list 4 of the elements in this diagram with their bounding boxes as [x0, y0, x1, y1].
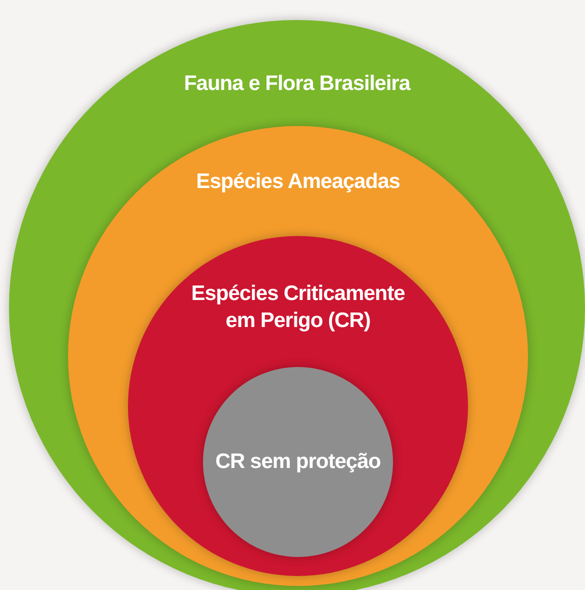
circle-label: Espécies Criticamente em Perigo (CR): [190, 281, 406, 334]
circle-label: Fauna e Flora Brasileira: [182, 71, 412, 97]
circle-label: CR sem proteção: [214, 449, 382, 475]
circle-label: Espécies Ameaçadas: [195, 169, 401, 195]
